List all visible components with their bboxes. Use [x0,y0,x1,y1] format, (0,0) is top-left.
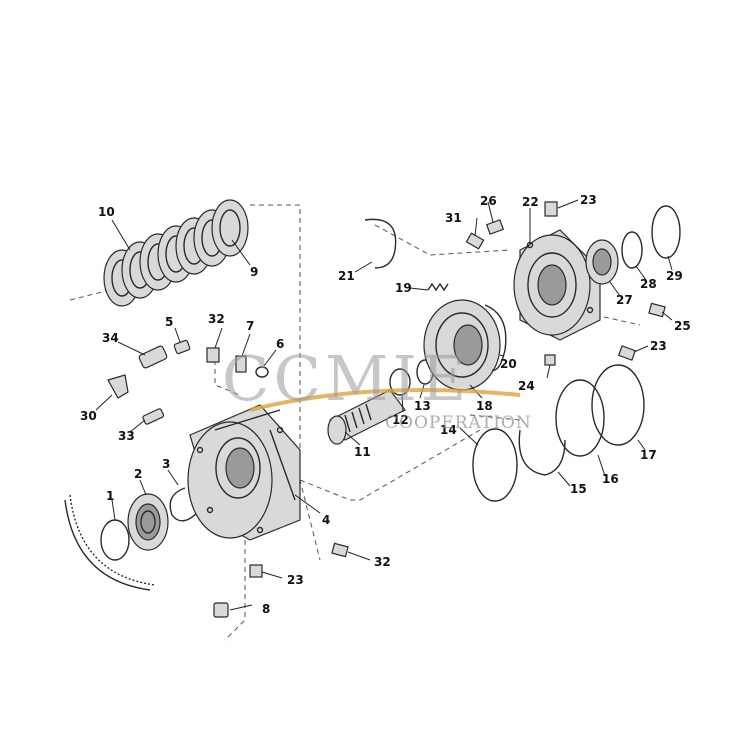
plug-24 [544,354,556,366]
o-ring-12 [389,368,411,396]
callout-28: 28 [640,277,657,291]
callout-7: 7 [246,319,254,333]
ring-14 [472,428,518,502]
ring-gear-segment [64,494,156,591]
callout-27: 27 [616,293,633,307]
bolt-23-top [544,201,558,217]
callout-14: 14 [440,423,457,437]
callout-16: 16 [602,472,619,486]
callout-32-top: 32 [208,312,225,326]
housing-4 [187,404,301,541]
piston-18 [423,299,501,391]
callout-22: 22 [522,195,539,209]
spring-19 [427,282,449,292]
callout-33: 33 [118,429,135,443]
ring-15 [518,429,566,476]
callout-12: 12 [392,413,409,427]
fitting-26 [485,219,505,235]
shaft-11 [327,389,406,445]
ring-29 [651,205,681,259]
fitting-34 [138,345,168,369]
callout-26: 26 [480,194,497,208]
bearing-2 [127,493,169,551]
bolt-32-bottom [331,542,349,558]
watermark-brand: CCMIE [222,342,470,415]
drain-plug-8 [213,602,229,618]
retaining-ring-3 [169,487,199,522]
callout-1: 1 [106,489,114,503]
ring-21 [364,218,397,269]
elbow-30 [107,374,129,399]
callout-2: 2 [134,467,142,481]
ring-16 [555,379,605,457]
callout-24: 24 [518,379,535,393]
watermark: CCMIE COOPERATION [222,342,532,433]
plug-5 [173,339,191,355]
callout-20: 20 [500,357,517,371]
fitting-31 [465,232,485,250]
callout-29: 29 [666,269,683,283]
callout-25: 25 [674,319,691,333]
callout-13: 13 [414,399,431,413]
callout-31: 31 [445,211,462,225]
callout-8: 8 [262,602,270,616]
bearing-27 [585,239,619,285]
washer-6 [255,366,269,378]
bolt-23-right [617,345,637,361]
bolt-25 [648,302,666,318]
watermark-swoosh [249,388,521,412]
callout-23-right: 23 [650,339,667,353]
callout-6: 6 [276,337,284,351]
watermark-subtitle: COOPERATION [385,413,532,433]
callout-32-bottom: 32 [374,555,391,569]
callout-9: 9 [250,265,258,279]
callout-5: 5 [165,315,173,329]
bolt-23-bottom [249,564,263,578]
nipple-33 [142,408,165,425]
ring-17 [591,364,645,446]
carrier-22 [513,229,601,341]
bolt-32-top [206,347,220,363]
callout-19: 19 [395,281,412,295]
callout-34: 34 [102,331,119,345]
callout-10: 10 [98,205,115,219]
callout-4: 4 [322,513,330,527]
callout-17: 17 [640,448,657,462]
assembly-guide-lines [69,204,641,641]
callout-11: 11 [354,445,371,459]
snap-ring-28 [621,231,643,269]
callout-23-top: 23 [580,193,597,207]
clutch-disc-stack [103,199,249,307]
callout-3: 3 [162,457,170,471]
callout-15: 15 [570,482,587,496]
callout-18: 18 [476,399,493,413]
callout-30: 30 [80,409,97,423]
callout-23-bottom: 23 [287,573,304,587]
bolt-7 [235,355,247,373]
callout-21: 21 [338,269,355,283]
snap-ring-1 [100,519,130,561]
leader-lines [95,199,673,611]
callout-labels: 10 9 1 2 3 4 5 6 7 8 11 12 13 14 15 16 1… [80,193,691,616]
seal-20 [484,304,507,371]
